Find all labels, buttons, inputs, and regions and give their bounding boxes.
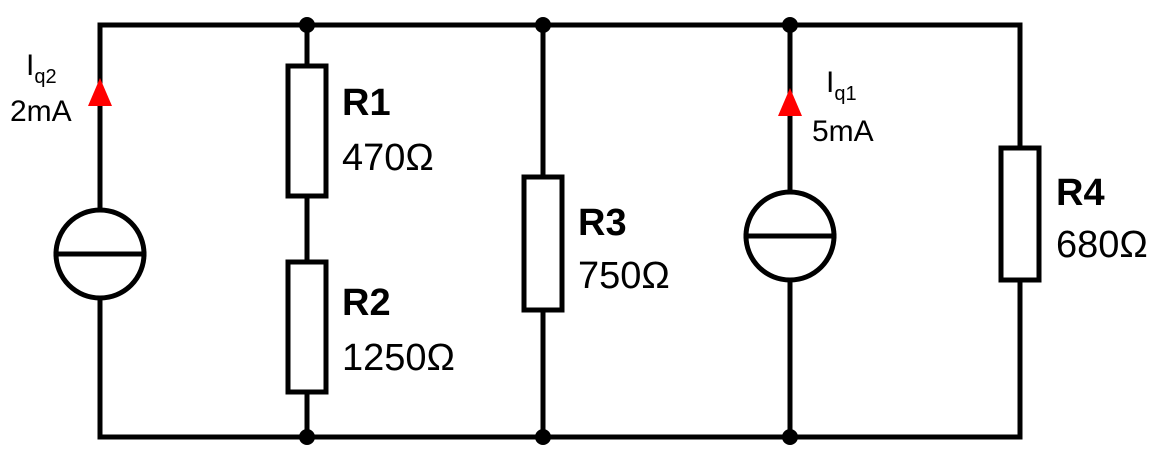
- junction-nodes: [299, 17, 798, 445]
- node-bottom-r3: [535, 429, 551, 445]
- r1-name-label: R1: [342, 82, 391, 124]
- resistor-r1: [285, 63, 329, 199]
- r2-value-label: 1250Ω: [342, 337, 455, 379]
- node-top-r3: [535, 17, 551, 33]
- iq2-symbol-letter: I: [26, 49, 34, 82]
- r3-name-label: R3: [578, 202, 627, 244]
- resistor-r2: [285, 259, 329, 395]
- iq1-direction-arrow-icon: [778, 88, 802, 116]
- iq1-symbol-letter: I: [826, 66, 834, 99]
- iq2-value-label: 2mA: [10, 95, 72, 128]
- resistor-r3: [521, 174, 565, 313]
- node-bottom-r2: [299, 429, 315, 445]
- node-top-iq1: [782, 17, 798, 33]
- iq2-symbol-subscript: q2: [34, 66, 56, 88]
- iq2-direction-arrow-icon: [88, 78, 112, 106]
- iq1-symbol-subscript: q1: [834, 83, 856, 105]
- r4-value-label: 680Ω: [1056, 224, 1148, 266]
- resistor-r4: [998, 145, 1042, 283]
- r1-value-label: 470Ω: [342, 137, 434, 179]
- iq2-symbol-label: Iq2: [26, 49, 57, 88]
- r2-name-label: R2: [342, 282, 391, 324]
- r4-name-label: R4: [1056, 172, 1105, 214]
- iq1-symbol-label: Iq1: [826, 66, 857, 105]
- node-bottom-iq1: [782, 429, 798, 445]
- current-source-iq2: [53, 207, 147, 301]
- iq1-value-label: 5mA: [812, 115, 874, 148]
- current-source-iq1: [743, 189, 837, 283]
- r3-value-label: 750Ω: [578, 255, 670, 297]
- node-top-r1: [299, 17, 315, 33]
